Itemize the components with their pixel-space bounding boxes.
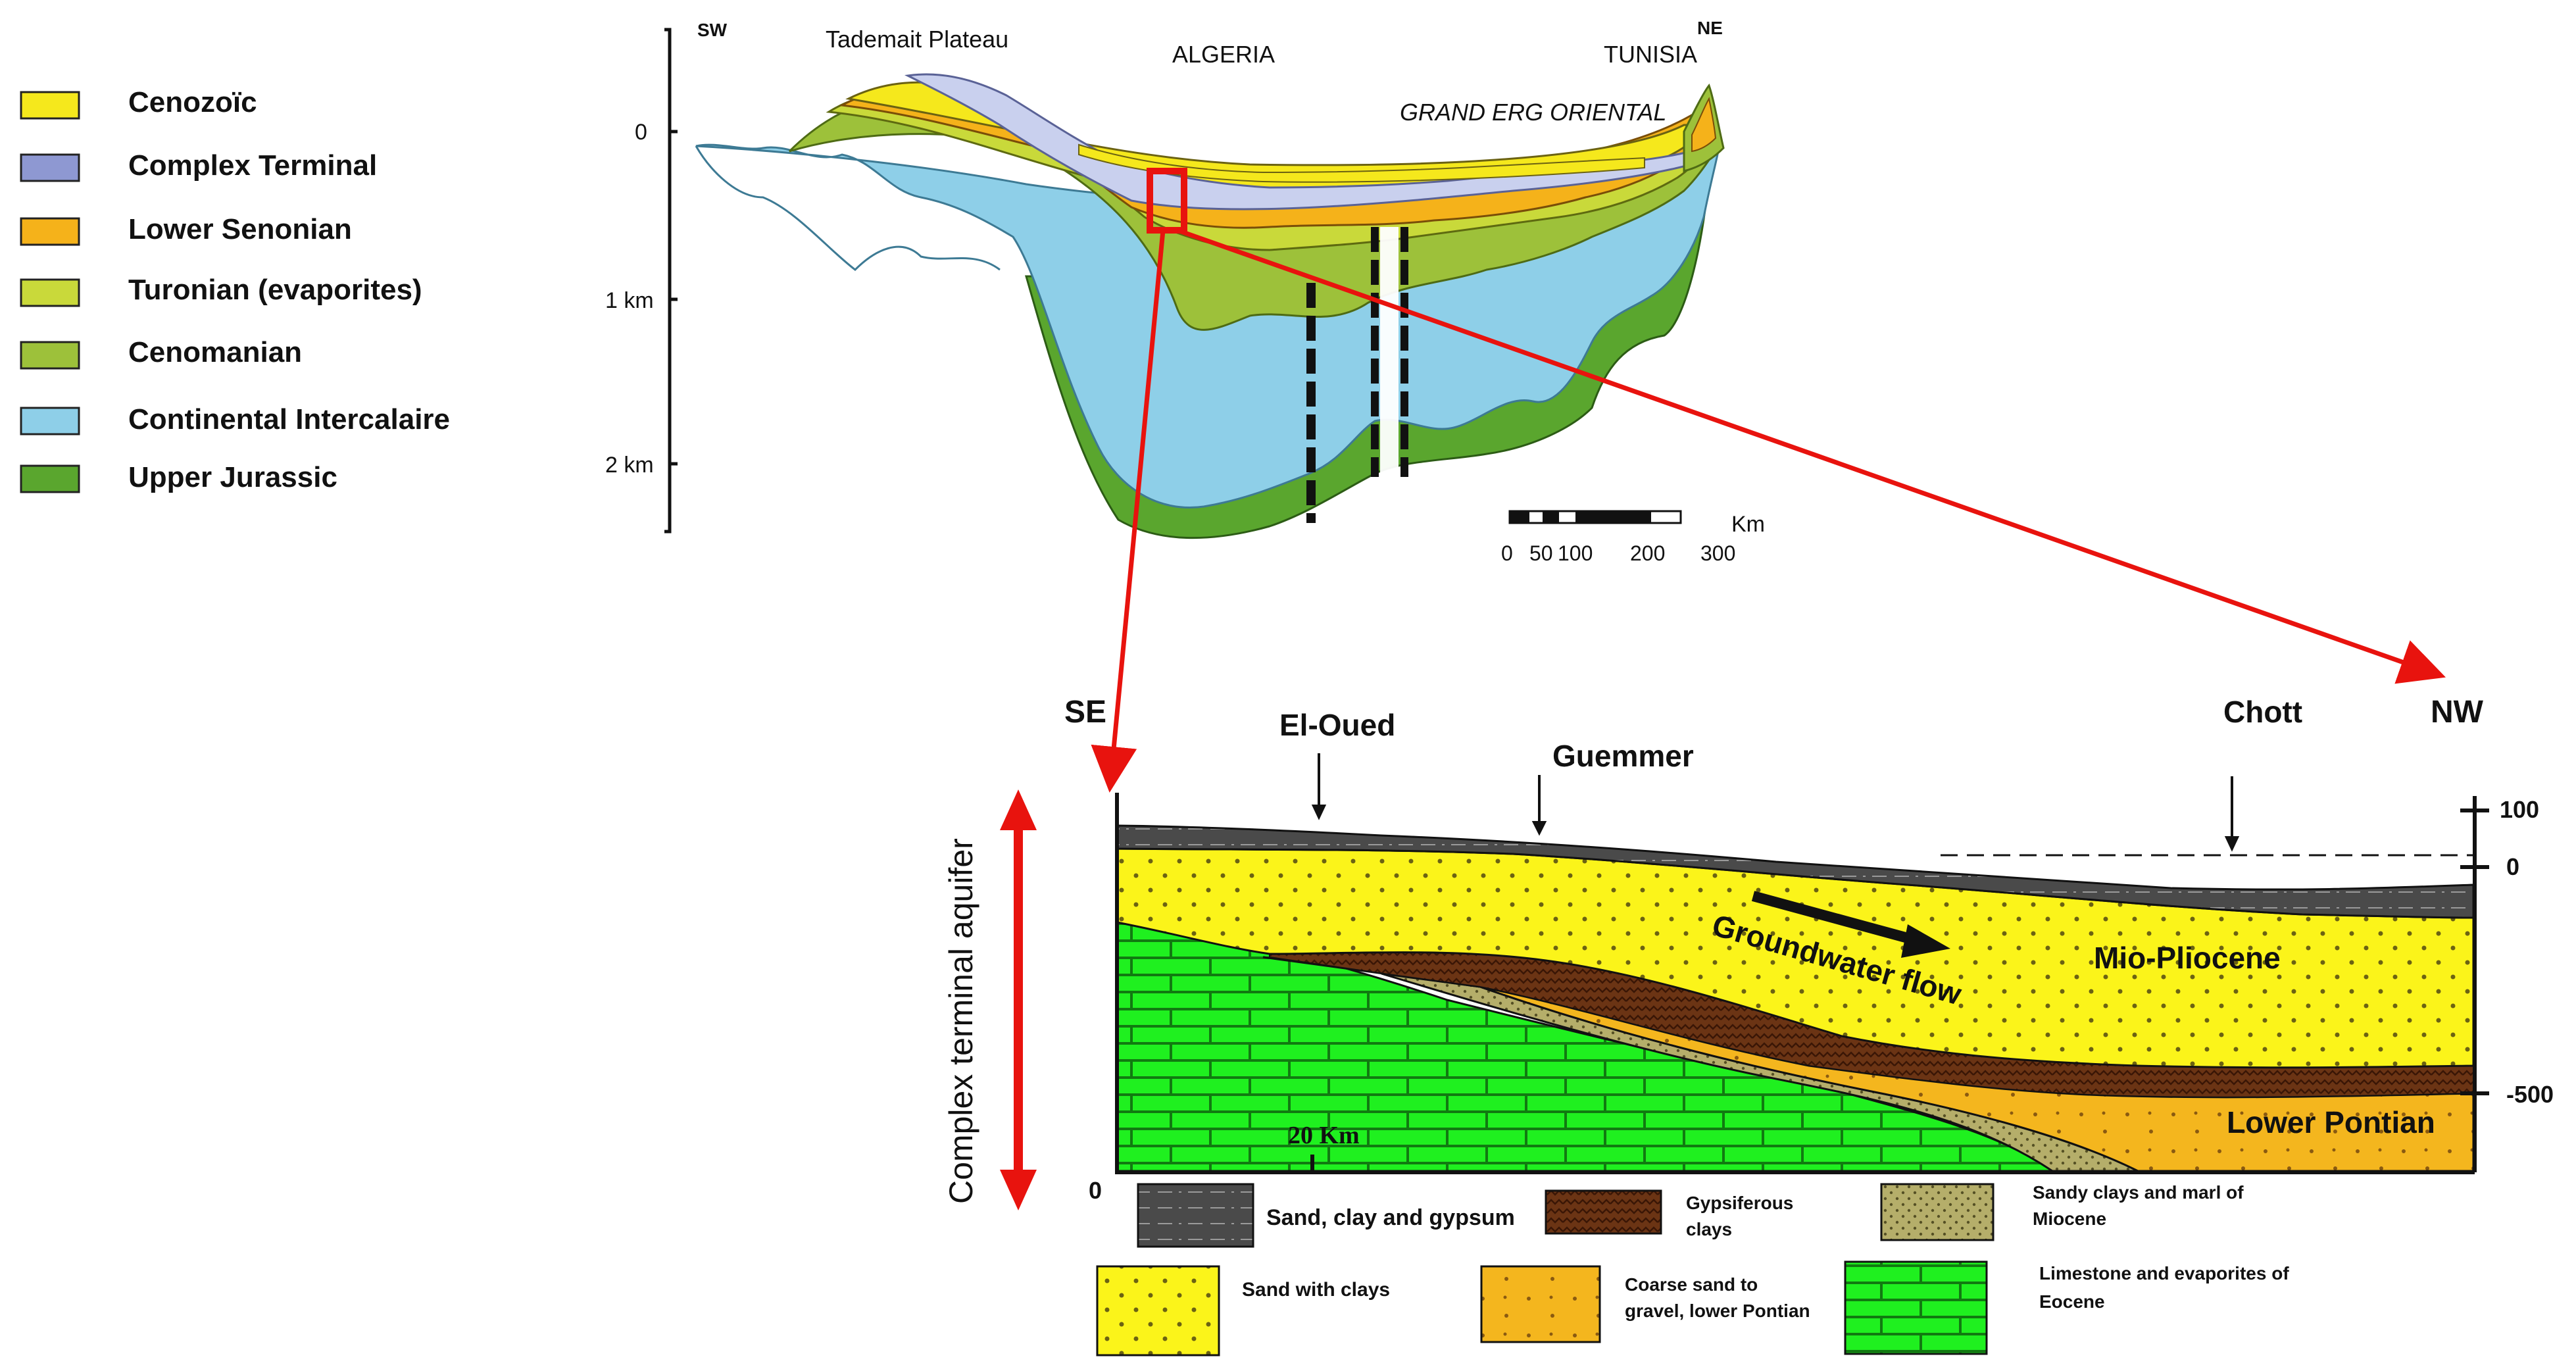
- legend-limestone-1: Limestone and evaporites of: [2039, 1263, 2289, 1283]
- label-sw: SW: [697, 20, 728, 40]
- distance-label: 20 Km: [1288, 1122, 1360, 1149]
- legend-label: Cenomanian: [128, 336, 302, 368]
- label-algeria: ALGERIA: [1172, 41, 1275, 68]
- legend-sand-clay-gypsum: Sand, clay and gypsum: [1266, 1205, 1515, 1230]
- legend-item-complex-terminal: Complex Terminal: [20, 149, 377, 182]
- legend-item-cenomanian: Cenomanian: [20, 336, 302, 370]
- label-nw: NW: [2431, 695, 2484, 730]
- legend-label: Continental Intercalaire: [128, 403, 450, 436]
- zoom-arrow-right: [1176, 228, 2446, 684]
- groundwater-flow-arrow: [1751, 891, 1950, 958]
- swatch-gypsiferous-clays: [1545, 1189, 1662, 1235]
- elev-label-minus500: -500: [2506, 1081, 2554, 1108]
- legend-sand-with-clays: Sand with clays: [1242, 1279, 1390, 1301]
- swatch-upper-jurassic: [20, 464, 80, 493]
- swatch-sandy-clays-miocene: [1880, 1183, 1994, 1241]
- legend-item-upper-jurassic: Upper Jurassic: [20, 461, 337, 493]
- label-el-oued: El-Oued: [1279, 708, 1395, 742]
- site-markers: [1311, 753, 2240, 852]
- swatch-sand-with-clays: [1096, 1265, 1220, 1357]
- aquifer-extent-arrow: [1000, 789, 1037, 1210]
- label-mio-pliocene: Mio-Pliocene: [2094, 941, 2281, 975]
- swatch-coarse-sand: [1480, 1265, 1601, 1343]
- label-chott: Chott: [2223, 695, 2302, 729]
- label-lower-pontian: Lower Pontian: [2227, 1105, 2435, 1139]
- scale-label-0: 0: [1501, 541, 1513, 565]
- depth-axis: [664, 28, 678, 534]
- zoom-box: [1147, 168, 1187, 234]
- label-tunisia: TUNISIA: [1604, 41, 1697, 68]
- scale-label-50: 50: [1529, 541, 1553, 565]
- elev-label-0: 0: [2506, 853, 2519, 880]
- scale-label-100: 100: [1558, 541, 1593, 565]
- legend-item-turonian: Turonian (evaporites): [20, 274, 422, 307]
- scale-label-300: 300: [1700, 541, 1735, 565]
- swatch-limestone-eocene: [1844, 1260, 1988, 1355]
- scale-unit: Km: [1731, 512, 1765, 537]
- elev-label-100: 100: [2500, 796, 2539, 823]
- swatch-cenozoic: [20, 91, 80, 120]
- legend-sandy-clays-2: Miocene: [2033, 1208, 2106, 1229]
- swatch-turonian: [20, 278, 80, 307]
- legend-sandy-clays-1: Sandy clays and marl of: [2033, 1182, 2244, 1203]
- swatch-lower-senonian: [20, 217, 80, 246]
- label-se: SE: [1064, 695, 1106, 730]
- label-tademait-plateau: Tademait Plateau: [826, 26, 1008, 53]
- depth-label-0: 0: [635, 120, 647, 145]
- label-ne: NE: [1697, 18, 1723, 38]
- layer-tunisia-uplift-inner: [1691, 97, 1717, 153]
- swatch-sand-clay-gypsum: [1137, 1183, 1254, 1248]
- origin-label: 0: [1089, 1177, 1102, 1204]
- legend-gypsiferous-2: clays: [1686, 1219, 1732, 1239]
- layer-ci-bottom-outline: [695, 145, 1001, 271]
- legend-label: Cenozoïc: [128, 86, 257, 118]
- legend-coarse-sand-2: gravel, lower Pontian: [1625, 1301, 1810, 1321]
- legend-item-cenozoic: Cenozoïc: [20, 86, 257, 120]
- zoom-arrows: [1091, 228, 2446, 793]
- swatch-cenomanian: [20, 341, 80, 370]
- legend-label: Complex Terminal: [128, 149, 377, 182]
- legend-label: Lower Senonian: [128, 213, 352, 245]
- bottom-cross-section: SE NW El-Oued Guemmer Chott 100 0 -500 0: [1064, 695, 2554, 1204]
- label-grand-erg-oriental: GRAND ERG ORIENTAL: [1400, 99, 1666, 126]
- scale-bar: Km 0 50 100 200 300: [1501, 510, 1765, 565]
- legend-label: Turonian (evaporites): [128, 274, 422, 306]
- swatch-complex-terminal: [20, 153, 80, 182]
- label-complex-terminal-aquifer: Complex terminal aquifer: [943, 838, 979, 1204]
- scale-label-200: 200: [1630, 541, 1665, 565]
- legend-label: Upper Jurassic: [128, 461, 337, 493]
- legend-top: Cenozoïc Complex Terminal Lower Senonian…: [20, 86, 450, 493]
- legend-item-lower-senonian: Lower Senonian: [20, 213, 352, 246]
- depth-label-2km: 2 km: [605, 453, 654, 478]
- legend-item-continental-intercalaire: Continental Intercalaire: [20, 403, 450, 436]
- label-guemmer: Guemmer: [1552, 739, 1694, 773]
- swatch-continental-intercalaire: [20, 407, 80, 436]
- legend-limestone-2: Eocene: [2039, 1291, 2105, 1312]
- top-cross-section: 0 1 km 2 km SW NE Tademait Plateau ALGER…: [605, 18, 1765, 565]
- zoom-arrow-left: [1091, 230, 1166, 793]
- layer-cenozoic-top: [1078, 143, 1645, 183]
- right-axis-ticks: [2460, 809, 2489, 1095]
- section-frame: [1115, 793, 2475, 1174]
- depth-label-1km: 1 km: [605, 288, 654, 313]
- legend-coarse-sand-1: Coarse sand to: [1625, 1274, 1758, 1295]
- legend-bottom: Sand, clay and gypsum Gypsiferous clays …: [1096, 1182, 2289, 1357]
- legend-gypsiferous-1: Gypsiferous: [1686, 1193, 1793, 1213]
- well-gap: [1380, 227, 1399, 477]
